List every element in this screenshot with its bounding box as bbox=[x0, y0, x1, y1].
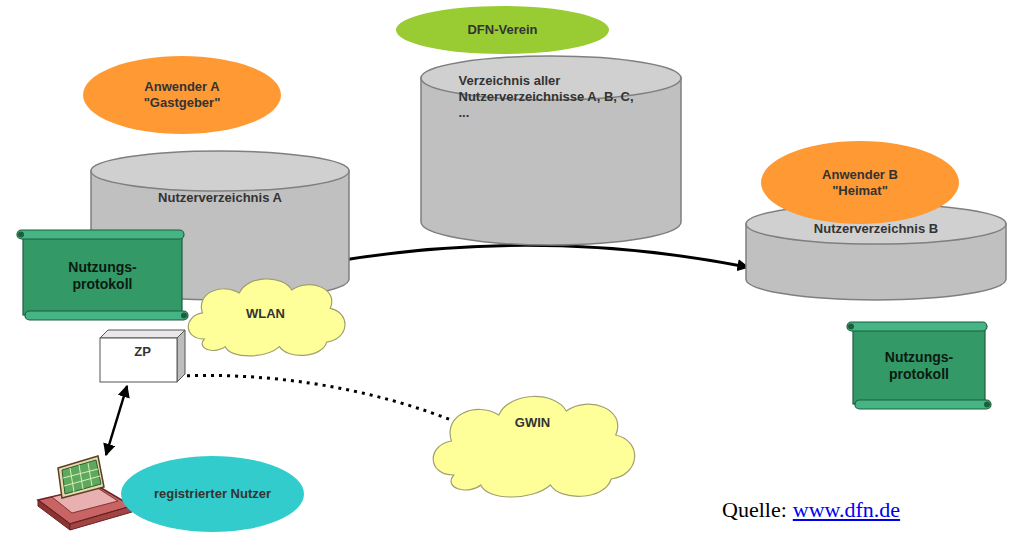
data-flow-arrow bbox=[179, 375, 494, 439]
node-label: Verzeichnis aller Nutzerverzeichnisse A,… bbox=[459, 73, 644, 121]
directory-cylinder: Verzeichnis aller Nutzerverzeichnisse A,… bbox=[420, 55, 682, 245]
node-label: "Gastgeber" bbox=[144, 95, 221, 111]
text-group: Nutzerverzeichnis A bbox=[158, 190, 282, 206]
text-group: Nutzungs- protokoll bbox=[43, 259, 163, 293]
node-label: "Heimat" bbox=[822, 183, 898, 199]
text-group: ZP bbox=[134, 344, 151, 360]
text-group: DFN-Verein bbox=[467, 22, 537, 38]
node-label: WLAN bbox=[246, 306, 285, 322]
source-link: www.dfn.de bbox=[793, 497, 900, 522]
access-point-box: ZP bbox=[100, 330, 185, 382]
link-arrow bbox=[106, 386, 127, 455]
laptop-icon bbox=[38, 456, 132, 530]
source-note: Quelle:www.dfn.de bbox=[722, 497, 900, 523]
network-cloud: WLAN bbox=[178, 270, 353, 362]
user-ellipse: registrierter Nutzer bbox=[120, 455, 305, 533]
text-group: GWIN bbox=[515, 415, 550, 431]
node-label: Nutzungs- protokoll bbox=[43, 259, 163, 293]
node-label: ZP bbox=[134, 344, 151, 360]
network-cloud-outline bbox=[420, 385, 645, 505]
network-cloud: GWIN bbox=[420, 385, 645, 505]
log-scroll: Nutzungs- protokoll bbox=[15, 228, 190, 323]
text-group: Verzeichnis aller Nutzerverzeichnisse A,… bbox=[459, 73, 644, 121]
node-label: Nutzungs- protokoll bbox=[864, 349, 974, 383]
source-label: Quelle: bbox=[722, 497, 787, 522]
text-group: Anwender A"Gastgeber" bbox=[144, 79, 221, 111]
log-scroll: Nutzungs- protokoll bbox=[845, 320, 993, 412]
node-label: GWIN bbox=[515, 415, 550, 431]
text-group: Anwender B"Heimat" bbox=[822, 167, 898, 199]
user-ellipse: Anwender B"Heimat" bbox=[760, 140, 960, 225]
node-label: DFN-Verein bbox=[467, 22, 537, 38]
node-label: Nutzerverzeichnis A bbox=[158, 190, 282, 206]
text-group: WLAN bbox=[246, 306, 285, 322]
text-group: Nutzungs- protokoll bbox=[864, 349, 974, 383]
text-group: registrierter Nutzer bbox=[154, 486, 271, 502]
organisation-ellipse: DFN-Verein bbox=[395, 5, 610, 55]
node-label: Anwender B bbox=[822, 167, 898, 183]
node-label: registrierter Nutzer bbox=[154, 486, 271, 502]
user-ellipse: Anwender A"Gastgeber" bbox=[82, 55, 282, 135]
node-label: Anwender A bbox=[144, 79, 221, 95]
